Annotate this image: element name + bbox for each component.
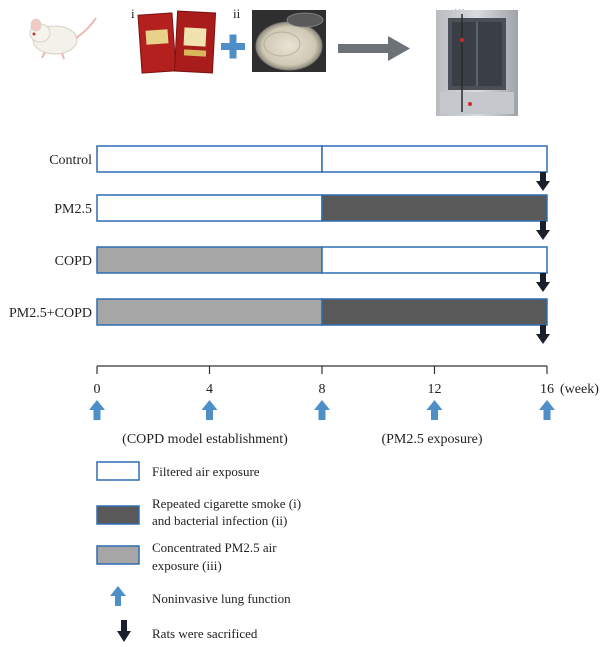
legend-swatch-filtered — [96, 461, 140, 481]
rat-icon — [29, 17, 97, 60]
cigarette-packs-photo — [137, 10, 217, 74]
lung-function-arrow-icon — [426, 400, 443, 420]
label-ii: ii — [233, 6, 241, 21]
group-label: Control — [49, 153, 92, 168]
legend-copd-text-2: and bacterial infection (ii) — [152, 513, 287, 528]
group-label: PM2.5 — [54, 202, 92, 217]
sacrifice-arrow-icon — [536, 221, 550, 240]
axis-tick-label: 16 — [540, 382, 554, 397]
axis-unit: (week) — [560, 382, 599, 397]
lung-function-arrow-icon — [201, 400, 218, 420]
bar-segment-filtered — [96, 145, 323, 173]
legend-pm25-text-2: exposure (iii) — [152, 558, 222, 573]
lung-function-arrow-icon — [539, 400, 555, 420]
label-i: i — [131, 6, 135, 21]
axis-tick-label: 4 — [206, 382, 213, 397]
petri-dish-photo — [252, 10, 326, 72]
phase-copd-label: (COPD model establishment) — [122, 432, 288, 447]
lung-function-arrow-icon — [89, 400, 105, 420]
legend-lung-text: Noninvasive lung function — [152, 591, 291, 606]
lung-function-arrow-icon — [110, 586, 126, 606]
bar-segment-filtered — [321, 246, 548, 274]
sacrificed-arrow-icon — [117, 620, 131, 642]
phase-pm25-label: (PM2.5 exposure) — [381, 432, 482, 447]
process-arrow-icon — [338, 36, 410, 61]
bar-segment-copd — [96, 298, 323, 326]
axis-tick-label: 0 — [94, 382, 101, 397]
group-row-pm2-5: PM2.5 — [54, 194, 550, 240]
bar-segment-filtered — [96, 194, 323, 222]
legend-swatch-pm25 — [96, 545, 140, 565]
legend-sacrificed-text: Rats were sacrificed — [152, 626, 258, 641]
bar-segment-filtered — [321, 145, 548, 173]
group-row-copd: COPD — [55, 246, 550, 292]
legend-swatch-copd — [96, 505, 140, 525]
plus-icon — [221, 34, 245, 59]
group-row-pm2-5-copd: PM2.5+COPD — [9, 298, 550, 344]
legend: Filtered air exposure Repeated cigarette… — [96, 461, 301, 642]
group-label: PM2.5+COPD — [9, 306, 92, 321]
sacrifice-arrow-icon — [536, 172, 550, 191]
bar-segment-pm25 — [321, 194, 548, 222]
group-label: COPD — [55, 254, 92, 269]
lung-function-arrow-icon — [314, 400, 330, 420]
timeline-axis: 0 4 8 12 16 — [89, 365, 555, 420]
legend-pm25-text-1: Concentrated PM2.5 air — [152, 540, 277, 555]
group-row-control: Control — [49, 145, 550, 191]
axis-tick-label: 12 — [428, 382, 442, 397]
exposure-chamber-photo — [436, 10, 518, 116]
bar-segment-copd — [96, 246, 323, 274]
sacrifice-arrow-icon — [536, 273, 550, 292]
bar-segment-pm25 — [321, 298, 548, 326]
legend-copd-text-1: Repeated cigarette smoke (i) — [152, 496, 301, 511]
legend-filtered-text: Filtered air exposure — [152, 464, 260, 479]
axis-tick-label: 8 — [319, 382, 326, 397]
sacrifice-arrow-icon — [536, 325, 550, 344]
